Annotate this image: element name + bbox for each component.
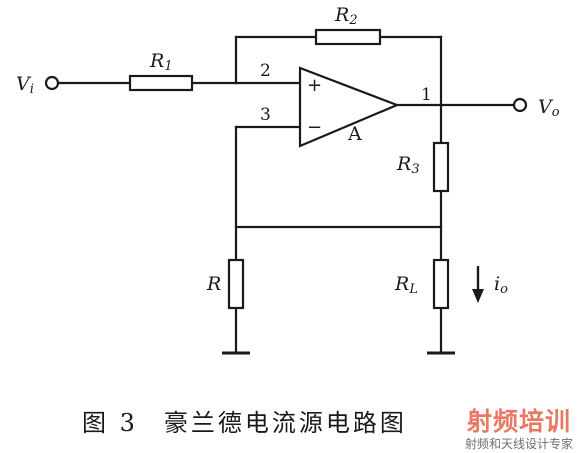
pin-1: 1 (421, 85, 432, 105)
watermark-sub: 射频和天线设计专家 (464, 437, 573, 451)
label-vi: Vi (16, 73, 34, 97)
current-arrow (472, 266, 484, 303)
label-r3: R3 (396, 153, 420, 177)
watermark-main: 射频培训 (466, 407, 571, 436)
label-rl: RL (394, 273, 418, 297)
figure-title: 豪兰德电流源电路图 (163, 409, 407, 437)
vi-terminal (44, 75, 60, 91)
resistor-r3 (432, 141, 450, 193)
label-r: R (206, 273, 221, 295)
opamp-triangle (298, 66, 400, 148)
wires (56, 35, 516, 354)
label-amp: A (347, 123, 362, 145)
label-io: io (494, 273, 508, 297)
vo-terminal (512, 97, 528, 113)
figure-number: 图 3 (82, 409, 138, 437)
resistor-rl (432, 258, 450, 310)
resistor-r (227, 258, 245, 310)
resistor-r1 (128, 74, 194, 92)
resistor-r2 (314, 28, 382, 46)
figure-caption: 图 3 豪兰德电流源电路图 (82, 403, 407, 438)
plus-sign: + (307, 75, 322, 96)
label-vo: Vo (538, 96, 560, 120)
label-r2: R2 (334, 4, 358, 28)
pin-3: 3 (260, 105, 271, 125)
watermark-logo: 射频培训 射频和天线设计专家 (465, 402, 573, 452)
pin-2: 2 (260, 61, 271, 81)
minus-sign: − (307, 117, 322, 138)
label-r1: R1 (149, 50, 173, 74)
